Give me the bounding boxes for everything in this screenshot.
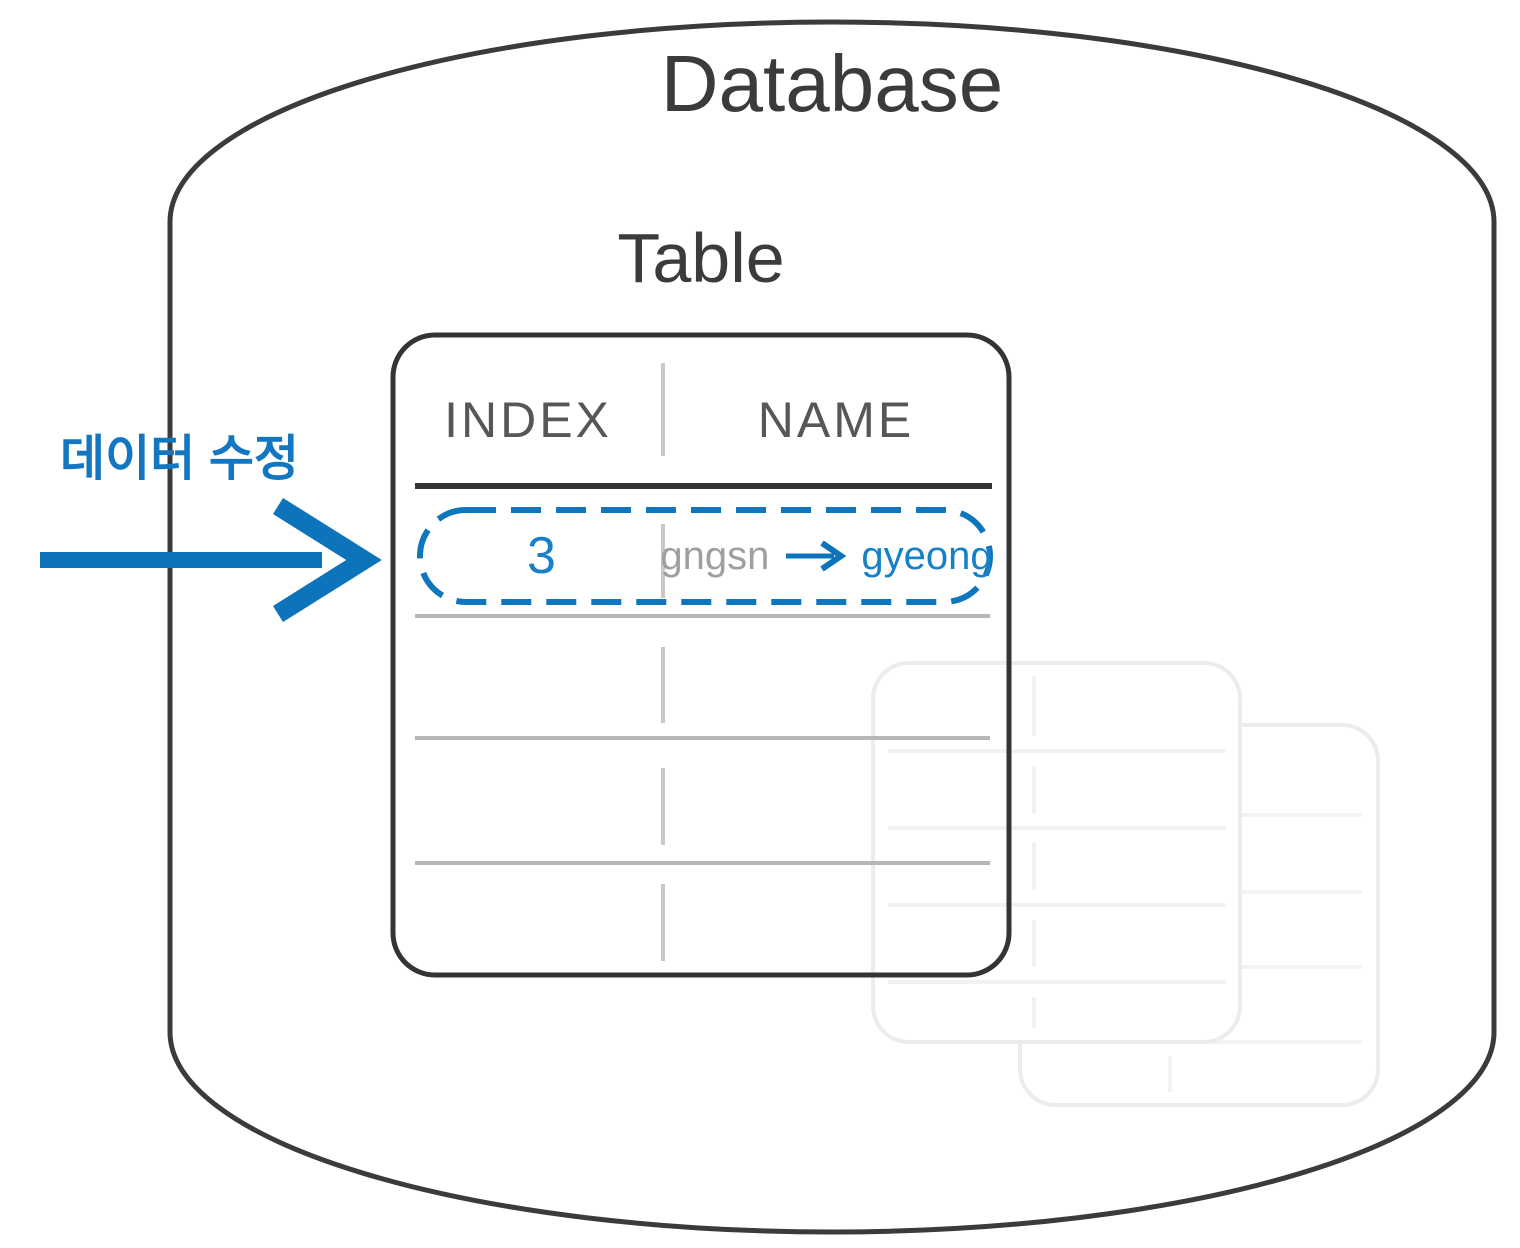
row-cell-name: gngsn gyeong <box>660 511 993 601</box>
column-header-name: NAME <box>757 392 915 448</box>
new-name-value: gyeong <box>861 533 993 578</box>
highlighted-row-outline <box>417 507 993 605</box>
update-annotation-label: 데이터 수정 <box>60 432 300 486</box>
column-header-index: INDEX <box>444 392 612 448</box>
row-cell-index: 3 <box>527 527 556 585</box>
update-arrow-icon <box>40 497 382 623</box>
database-title: Database <box>660 39 1004 128</box>
ghost-table-front <box>871 661 1242 1044</box>
table-title: Table <box>617 219 785 297</box>
old-name-value: gngsn <box>660 533 770 578</box>
main-table-grid <box>390 332 1012 978</box>
rename-arrow-icon <box>784 537 847 575</box>
